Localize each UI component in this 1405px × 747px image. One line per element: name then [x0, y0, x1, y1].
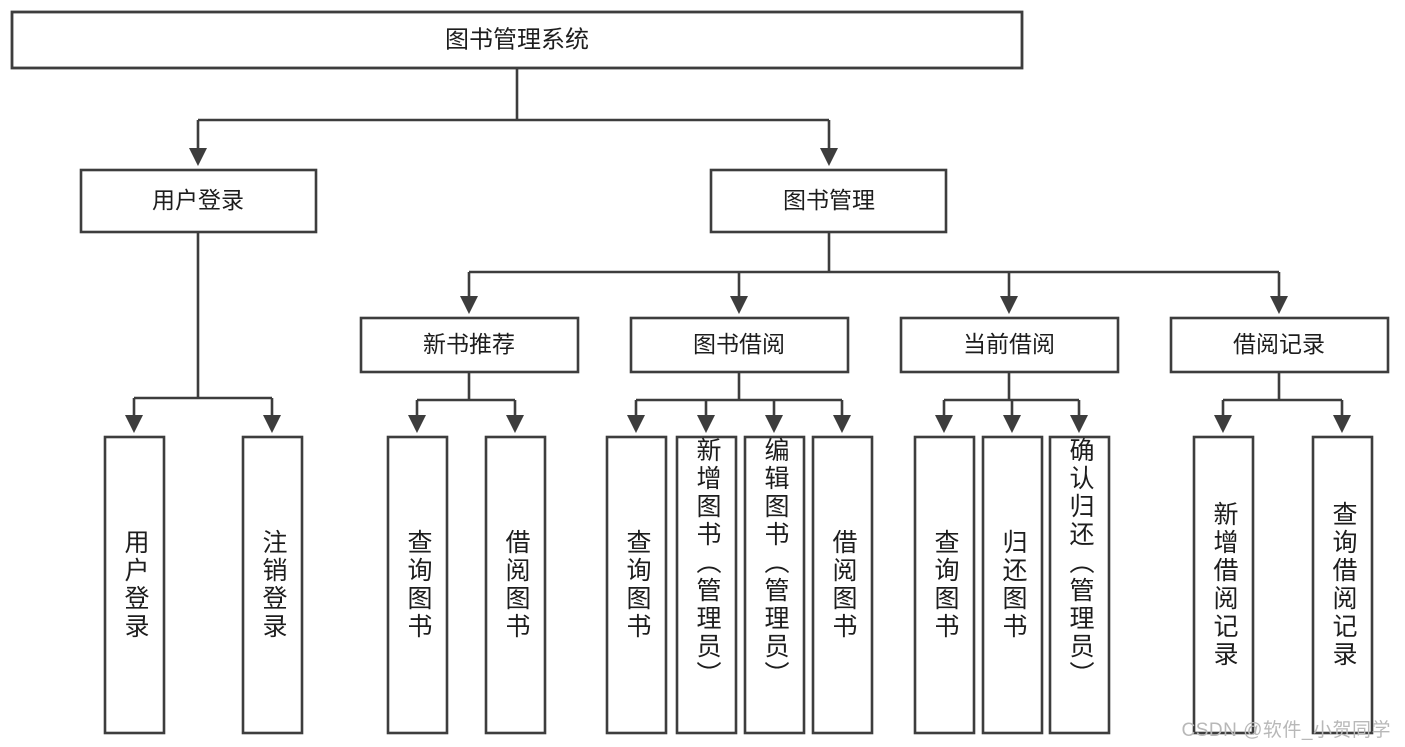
node-borrow-record-box[interactable] — [1169, 316, 1390, 374]
connector-group-current-borrow — [934, 372, 1089, 434]
node-root[interactable]: 图书管理系统 — [10, 10, 1024, 70]
node-book-borrow-box[interactable] — [629, 316, 850, 374]
connector-group-book-manage — [459, 232, 1289, 315]
node-book-manage-box[interactable] — [709, 168, 948, 234]
node-book-manage[interactable]: 图书管理 — [709, 168, 948, 234]
node-user-login[interactable]: 用户登录 — [79, 168, 318, 234]
node-current-borrow-box[interactable] — [899, 316, 1120, 374]
node-book-manage-label: 图书管理 — [783, 187, 875, 213]
connector-group-book-borrow — [626, 372, 852, 434]
node-new-book-rec-label: 新书推荐 — [423, 331, 515, 357]
leaf-boxes — [103, 435, 1374, 735]
leaf-box-bb-borrow-book[interactable] — [811, 435, 874, 735]
leaf-box-br-add-record[interactable] — [1192, 435, 1255, 735]
leaf-box-bb-edit-book[interactable] — [743, 435, 806, 735]
leaf-box-user-login[interactable] — [103, 435, 166, 735]
leaf-box-br-query-record[interactable] — [1311, 435, 1374, 735]
node-borrow-record-label: 借阅记录 — [1233, 331, 1325, 357]
node-book-borrow[interactable]: 图书借阅 — [629, 316, 850, 374]
node-borrow-record[interactable]: 借阅记录 — [1169, 316, 1390, 374]
leaf-box-nbr-borrow-book[interactable] — [484, 435, 547, 735]
leaf-box-cb-query-book[interactable] — [913, 435, 976, 735]
leaf-box-logout[interactable] — [241, 435, 304, 735]
connector-group-new-book-rec — [407, 372, 525, 434]
csdn-watermark: CSDN @软件_小贺同学 — [1181, 720, 1391, 741]
leaf-box-bb-add-book[interactable] — [675, 435, 738, 735]
node-book-borrow-label: 图书借阅 — [693, 331, 785, 357]
leaf-box-cb-return-book[interactable] — [981, 435, 1044, 735]
node-user-login-box[interactable] — [79, 168, 318, 234]
node-user-login-label: 用户登录 — [152, 187, 244, 213]
node-new-book-rec[interactable]: 新书推荐 — [359, 316, 580, 374]
node-current-borrow[interactable]: 当前借阅 — [899, 316, 1120, 374]
node-root-label: 图书管理系统 — [445, 26, 589, 53]
leaf-box-bb-query-book[interactable] — [605, 435, 668, 735]
node-new-book-rec-box[interactable] — [359, 316, 580, 374]
leaf-box-nbr-query-book[interactable] — [386, 435, 449, 735]
connector-group-root — [188, 68, 839, 167]
node-current-borrow-label: 当前借阅 — [963, 331, 1055, 357]
node-root-box[interactable] — [10, 10, 1024, 70]
connector-group-user-login — [124, 232, 282, 434]
connector-group-borrow-record — [1213, 372, 1352, 434]
leaf-box-cb-confirm-return[interactable] — [1048, 435, 1111, 735]
